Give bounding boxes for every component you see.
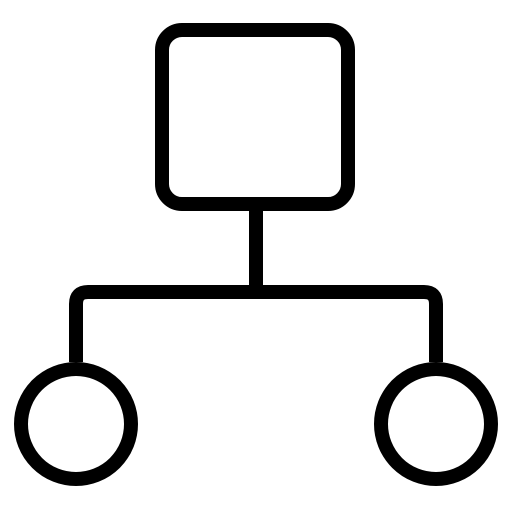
left-child-node-circle — [14, 362, 138, 486]
branch-connector — [69, 285, 443, 362]
parent-node-square — [155, 23, 355, 211]
right-child-node-circle — [374, 362, 498, 486]
